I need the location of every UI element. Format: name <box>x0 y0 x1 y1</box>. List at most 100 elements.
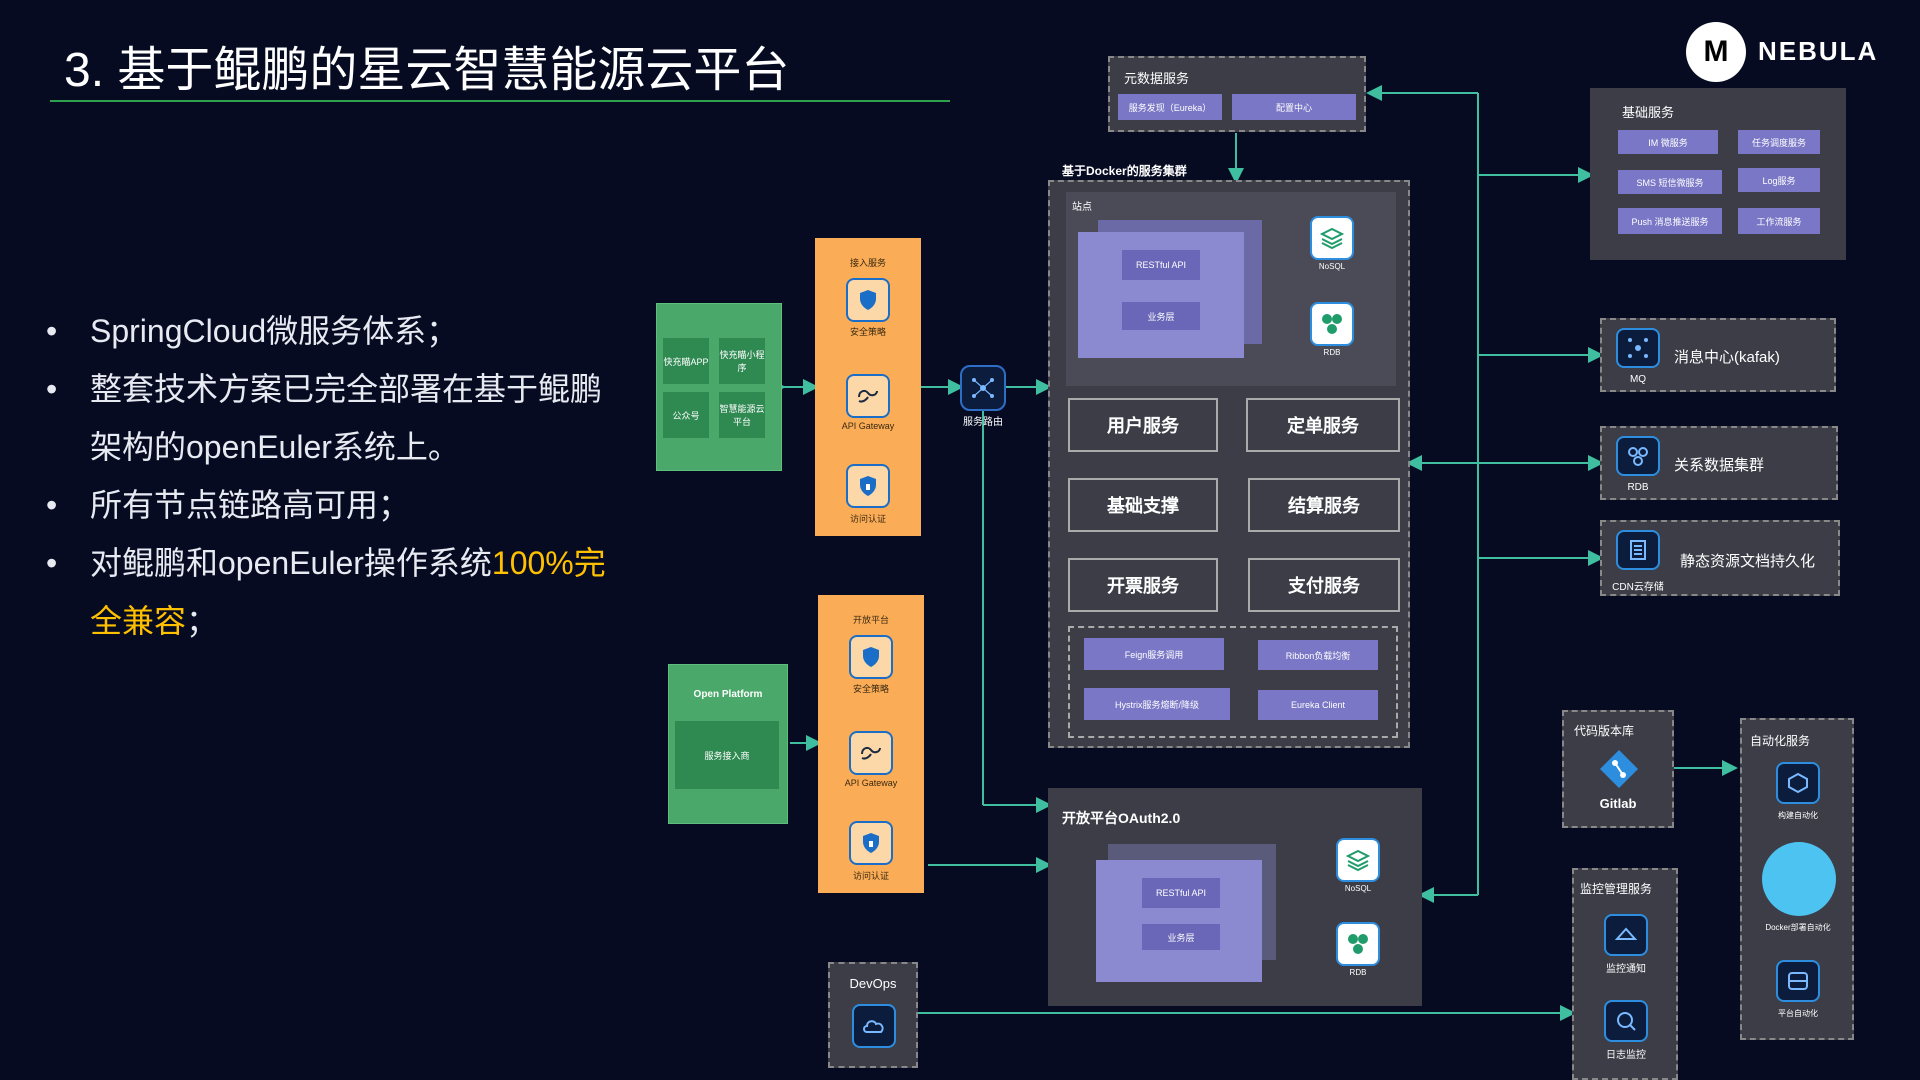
bullet-list: SpringCloud微服务体系； 整套技术方案已完全部署在基于鲲鹏架构的ope… <box>46 302 626 650</box>
base-service-item: 工作流服务 <box>1738 208 1820 234</box>
access-security-label: 安全策略 <box>849 327 886 337</box>
code-repo-box: 代码版本库 Gitlab <box>1562 710 1674 828</box>
client-miniprogram-item: 快充瞄小程序 <box>719 338 765 384</box>
docker-icon <box>1762 842 1836 916</box>
client-apps-box: 快充瞄APP 快充瞄小程序 公众号 智慧能源云平台 <box>656 303 782 471</box>
hystrix-component: Hystrix服务熔断/降级 <box>1084 688 1230 720</box>
bullet-item: SpringCloud微服务体系； <box>46 302 626 360</box>
monitor-notify-label: 监控通知 <box>1606 964 1646 975</box>
metadata-title: 元数据服务 <box>1124 71 1190 86</box>
monitor-title: 监控管理服务 <box>1580 882 1653 896</box>
open-access-title: 开放平台 <box>852 615 889 625</box>
oauth-nosql-icon <box>1336 838 1380 882</box>
message-center-box: MQ 消息中心(kafak) <box>1600 318 1836 392</box>
bullet-item: 所有节点链路高可用； <box>46 476 626 534</box>
monitor-notify-icon <box>1604 914 1648 956</box>
logo-text: NEBULA <box>1758 36 1879 66</box>
oauth-platform-box: 开放平台OAuth2.0 RESTful API 业务层 NoSQL RDB <box>1048 788 1422 1006</box>
build-automation-icon <box>1776 762 1820 804</box>
payment-service-box: 支付服务 <box>1248 558 1400 612</box>
open-platform-title: Open Platform <box>693 689 763 700</box>
user-service-box: 用户服务 <box>1068 398 1218 452</box>
log-monitor-label: 日志监控 <box>1606 1050 1646 1061</box>
devops-box: DevOps <box>828 962 918 1068</box>
oauth-title: 开放平台OAuth2.0 <box>1062 810 1181 826</box>
oauth-rdb-icon <box>1336 922 1380 966</box>
site-label: 站点 <box>1072 202 1092 213</box>
nosql-label: NoSQL <box>1318 262 1346 271</box>
title-underline <box>50 100 950 102</box>
client-platform-item: 智慧能源云平台 <box>719 392 765 438</box>
cdn-tag: CDN云存储 <box>1612 582 1664 593</box>
page-title: 3. 基于鲲鹏的星云智慧能源云平台 <box>64 44 790 97</box>
mq-icon <box>1616 328 1660 368</box>
open-auth-label: 访问认证 <box>852 871 889 881</box>
ribbon-component: Ribbon负载均衡 <box>1258 640 1378 670</box>
access-auth-icon <box>846 464 890 508</box>
base-services-box: 基础服务 IM 微服务 任务调度服务 SMS 短信微服务 Log服务 Push … <box>1590 88 1846 260</box>
base-support-box: 基础支撑 <box>1068 478 1218 532</box>
mq-tag: MQ <box>1629 374 1647 385</box>
metadata-item: 配置中心 <box>1232 94 1356 120</box>
access-service-panel: 接入服务 安全策略 API Gateway 访问认证 <box>815 238 921 536</box>
highlight-text: 100%完全兼容 <box>90 545 606 639</box>
docker-automation-label: Docker部署自动化 <box>1765 923 1831 932</box>
service-router-icon <box>960 365 1006 411</box>
cdn-label: 静态资源文档持久化 <box>1680 553 1816 570</box>
api-gateway-icon <box>846 374 890 418</box>
biz-layer-label: 业务层 <box>1122 302 1200 330</box>
monitor-service-box: 监控管理服务 监控通知 日志监控 <box>1572 868 1678 1080</box>
site-front-layer: RESTful API 业务层 <box>1078 232 1244 358</box>
cdn-storage-box: CDN云存储 静态资源文档持久化 <box>1600 520 1840 596</box>
eureka-client-component: Eureka Client <box>1258 690 1378 720</box>
base-service-item: Push 消息推送服务 <box>1618 208 1722 234</box>
feign-component: Feign服务调用 <box>1084 638 1224 670</box>
devops-cloud-icon <box>852 1004 896 1048</box>
nebula-logo-icon: M <box>1686 22 1746 82</box>
automation-service-box: 自动化服务 构建自动化 Docker部署自动化 平台自动化 <box>1740 718 1854 1040</box>
rdb-cluster-box: RDB 关系数据集群 <box>1600 426 1838 500</box>
open-security-label: 安全策略 <box>852 684 889 694</box>
rdb-cluster-tag: RDB <box>1627 482 1649 493</box>
settlement-service-box: 结算服务 <box>1248 478 1400 532</box>
devops-label: DevOps <box>849 976 897 991</box>
bullet-item: 对鲲鹏和openEuler操作系统100%完全兼容； <box>46 534 626 650</box>
docker-cluster-box: 站点 RESTful API 业务层 NoSQL RDB 用户服务 定单服务 基… <box>1048 180 1410 748</box>
bullet-item: 整套技术方案已完全部署在基于鲲鹏架构的openEuler系统上。 <box>46 360 626 476</box>
service-router-label: 服务路由 <box>963 417 1003 428</box>
base-service-item: IM 微服务 <box>1618 130 1718 154</box>
rdb-cluster-icon <box>1616 436 1660 476</box>
metadata-service-box: 元数据服务 服务发现（Eureka） 配置中心 <box>1108 56 1366 132</box>
oauth-restful-label: RESTful API <box>1142 878 1220 908</box>
restful-api-label: RESTful API <box>1122 250 1200 280</box>
code-repo-title: 代码版本库 <box>1574 724 1635 738</box>
service-provider-item: 服务接入商 <box>675 721 779 789</box>
base-service-item: SMS 短信微服务 <box>1618 170 1722 194</box>
invoice-service-box: 开票服务 <box>1068 558 1218 612</box>
oauth-front-layer: RESTful API 业务层 <box>1096 860 1262 982</box>
access-gateway-label: API Gateway <box>841 421 895 431</box>
rdb-label: RDB <box>1323 348 1341 357</box>
cluster-title: 基于Docker的服务集群 <box>1062 164 1187 178</box>
open-api-gateway-icon <box>849 731 893 775</box>
open-security-shield-icon <box>849 635 893 679</box>
platform-automation-icon <box>1776 960 1820 1002</box>
base-services-title: 基础服务 <box>1622 105 1675 120</box>
base-service-item: Log服务 <box>1738 168 1820 192</box>
security-shield-icon <box>846 278 890 322</box>
gitlab-icon <box>1598 748 1640 790</box>
oauth-rdb-label: RDB <box>1349 968 1367 977</box>
rdb-cluster-label: 关系数据集群 <box>1674 457 1765 474</box>
components-box: Feign服务调用 Ribbon负载均衡 Hystrix服务熔断/降级 Eure… <box>1068 626 1398 738</box>
oauth-nosql-label: NoSQL <box>1344 884 1372 893</box>
build-automation-label: 构建自动化 <box>1778 811 1818 820</box>
cdn-storage-icon <box>1616 530 1660 570</box>
metadata-item: 服务发现（Eureka） <box>1118 94 1222 120</box>
mq-label: 消息中心(kafak) <box>1674 349 1780 366</box>
client-official-account-item: 公众号 <box>663 392 709 438</box>
automation-title: 自动化服务 <box>1750 734 1811 748</box>
open-auth-icon <box>849 821 893 865</box>
access-auth-label: 访问认证 <box>849 514 886 524</box>
base-service-item: 任务调度服务 <box>1738 130 1820 154</box>
